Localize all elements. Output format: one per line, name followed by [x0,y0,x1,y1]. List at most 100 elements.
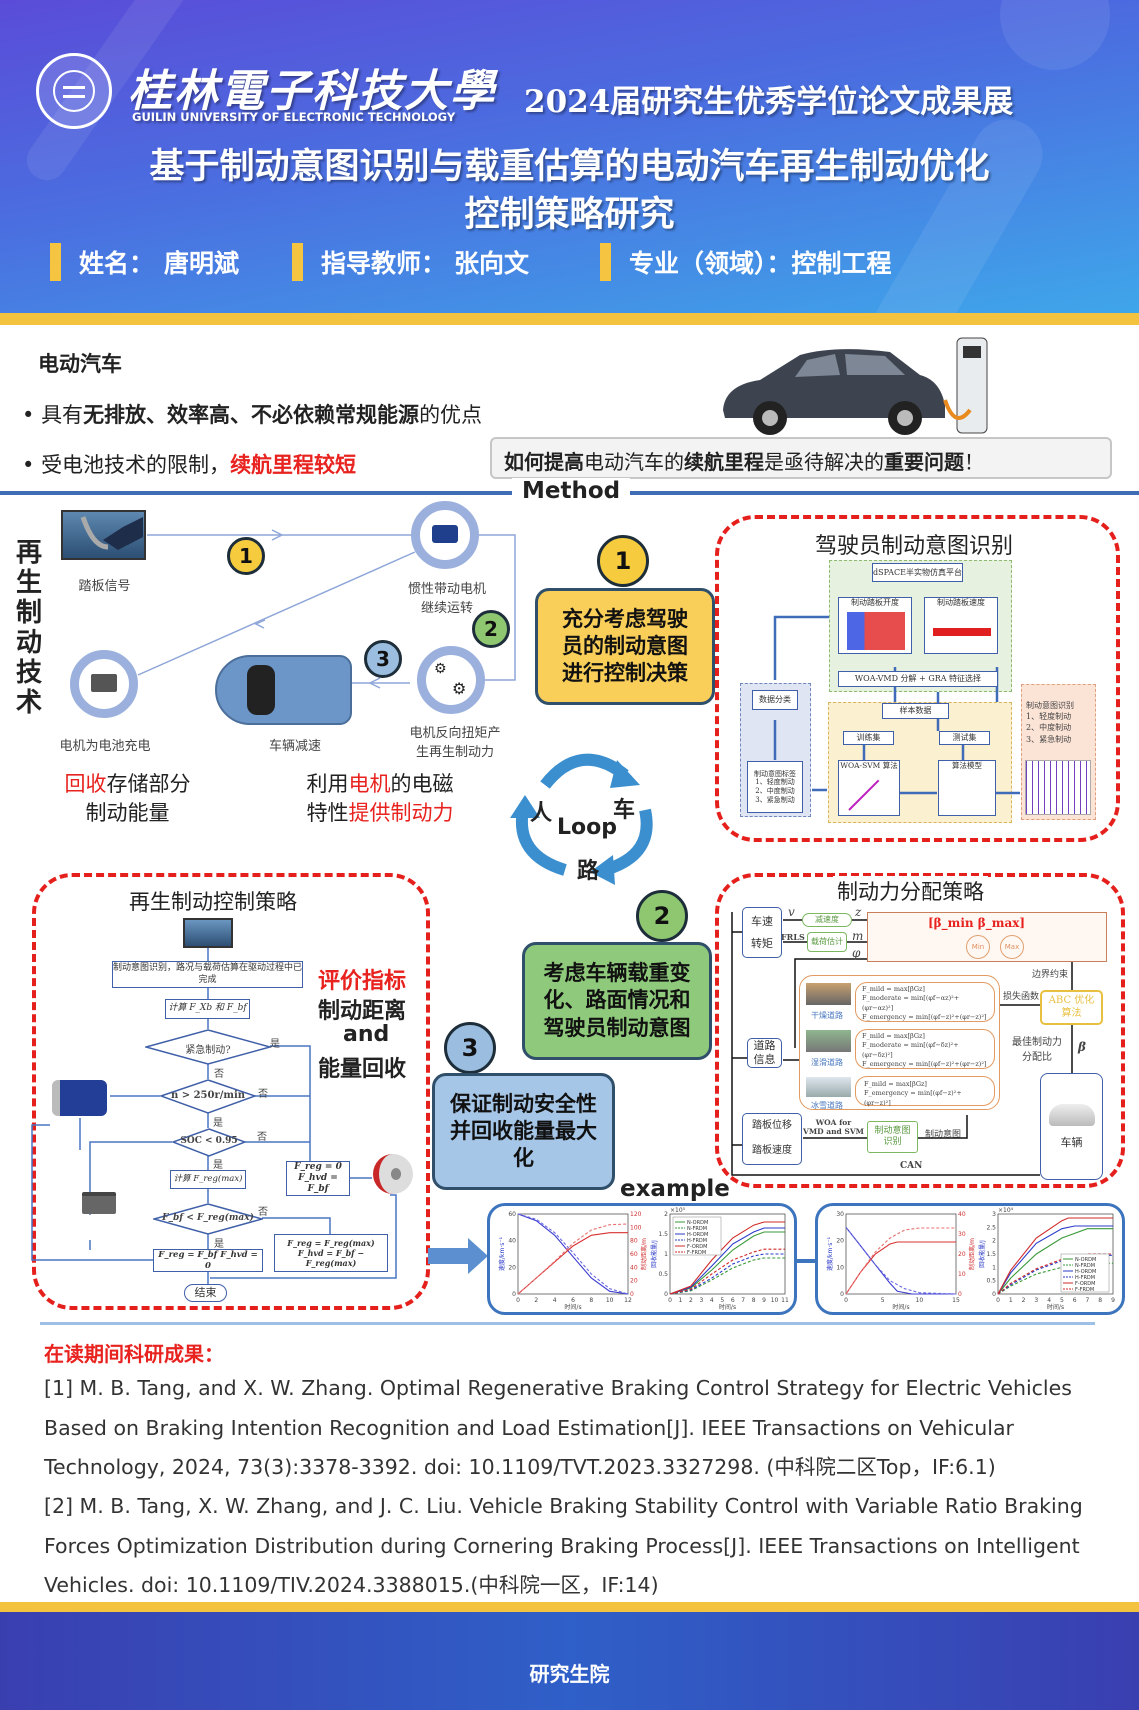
battery-charge-label: 电机为电池充电 [59,739,151,754]
yes-label: 是 [270,1039,280,1050]
text: 的电磁 [390,772,454,796]
loop-label: Loop [557,815,617,840]
wet-road-image [806,1030,851,1052]
text-red: 续航里程较短 [230,453,357,477]
y-tick-label: 40 [508,1238,516,1245]
right-arrow-icon [428,1238,488,1274]
road-info-box: 道路 信息 [747,1038,782,1068]
legend-label: H-ORDM [687,1232,708,1238]
diamond-compare-label: F_bf < F_reg(max) [162,1213,254,1223]
series-line-H-ORDM [669,1227,785,1295]
series-line-N-ORDM [669,1231,785,1295]
text: 利用 [306,772,349,796]
wet-road-label: 湿滑道路 [811,1058,843,1067]
vehicle-box: 车辆 [1040,1073,1103,1180]
x-tick-label: 11 [781,1297,789,1304]
flow-no-regen-box: F_reg = 0 F_hvd = F_bf [286,1161,350,1196]
footer-text: 研究生院 [529,1662,610,1686]
x-tick-label: 3 [699,1297,703,1304]
series-line-H-FRDM [669,1253,785,1295]
text: 受电池技术的限制， [41,453,231,477]
x-tick-label: 15 [952,1297,960,1304]
snow-road-label: 冰雪道路 [811,1101,843,1110]
energy-recovery-text: 回收存储部分制动能量 [40,770,215,829]
vehicle-top-view-icon [215,655,352,725]
method-label: Method [512,478,631,504]
intro-heading: 电动汽车 [38,352,122,376]
step-1-badge: 1 [227,537,265,575]
yes-label: 是 [213,1160,223,1171]
vehicle-decel-label: 车辆减速 [268,739,321,754]
x-axis-label: 时间/s [892,1303,909,1311]
y-tick-label: 1 [992,1264,996,1271]
footer: 研究生院 [0,1612,1139,1710]
plot-frame [845,1213,957,1295]
y-tick-label: 20 [508,1264,516,1271]
diamond-soc-label: SOC < 0.95 [180,1136,238,1146]
y2-tick-label: 0 [630,1291,634,1298]
samples-box: 样本数据 [882,703,949,719]
gear-torque-icon: ⚙⚙ [417,646,485,714]
loop-road: 路 [577,859,600,884]
yes-label: 是 [214,1239,224,1250]
references-heading: 在读期间科研成果： [44,1342,224,1366]
beta-label: β [1078,1040,1086,1054]
author-info: 姓名： 唐明斌 [50,243,239,281]
axis-multiplier: ×10⁵ [670,1207,686,1214]
no-label: 否 [258,1089,268,1100]
y-tick-label: 2 [664,1211,668,1218]
text-bold: 续航里程 [684,450,764,474]
advisor-info: 指导教师： 张向文 [292,243,529,281]
accent-bar [600,243,611,281]
x-tick-label: 5 [720,1297,724,1304]
woa-svm-label: WOA for VMD and SVM [803,1118,864,1136]
step-2-card: 考虑车辆载重变化、路面情况和驾驶员制动意图 [522,942,712,1060]
university-seal-icon [36,53,112,129]
series-line-distance-2 [845,1227,956,1295]
x-tick-label: 9 [1111,1297,1115,1304]
series-line-speed-2 [845,1226,957,1295]
y-axis-label: 速度/km·s⁻¹ [826,1236,834,1271]
torque-label: 电机反向扭矩产 生再生制动力 [409,726,501,760]
text: 的优点 [419,403,483,427]
legend-box [672,1216,722,1256]
series-line-N-FRDM [997,1262,1113,1295]
cycle-arrows-icon [510,753,653,885]
eval-title: 评价指标 [318,969,407,994]
legend-label: F-FRDM [687,1250,706,1256]
x-tick-label: 2 [534,1297,538,1304]
max-node: Max [1000,935,1024,959]
road-conditions-group [799,975,1000,1110]
battery-icon [70,650,138,718]
flow-calc-regmax-box: 计算 F_reg(max) [170,1170,246,1189]
step-3-badge: 3 [364,640,402,678]
flow-diamond-emergency [145,1029,271,1065]
x-tick-label: 2 [1022,1297,1026,1304]
x-tick-label: 8 [752,1297,756,1304]
text: 特性 [306,801,349,826]
text-bold: 重要问题 [884,450,964,474]
series-line-N-FRDM [669,1257,785,1295]
y-tick-label: 1.5 [986,1251,996,1258]
y-axis-label: 回收能量/J [650,1240,658,1268]
boundary-label: 边界约束 [1032,970,1069,980]
series-line-distance-2 [517,1223,629,1295]
text-red: 电机 [348,772,391,796]
major-name: 控制工程 [791,249,892,278]
series-line-speed [845,1226,956,1295]
y-tick-label: 0 [992,1291,996,1298]
axis-multiplier: ×10⁴ [998,1207,1014,1214]
intro-bullet-1: • 具有无排放、效率高、不必依赖常规能源的优点 [22,403,483,427]
text: ！ [964,450,984,474]
footer-band [0,1602,1139,1612]
x-axis-label: 时间/s [564,1303,581,1311]
abc-optimizer-box: ABC 优化 算法 [1040,990,1103,1025]
intro-bullet-2: • 受电池技术的限制，续航里程较短 [22,453,357,477]
panel-connector [797,1259,815,1263]
yes-label: 是 [213,1118,223,1129]
x-tick-label: 8 [589,1297,593,1304]
y2-tick-label: 10 [958,1271,966,1278]
university-name-cn: 桂林電子科技大學 [128,66,496,117]
y-tick-label: 1.5 [658,1231,668,1238]
intent-recognition-box: 制动意图 识别 [867,1121,918,1153]
